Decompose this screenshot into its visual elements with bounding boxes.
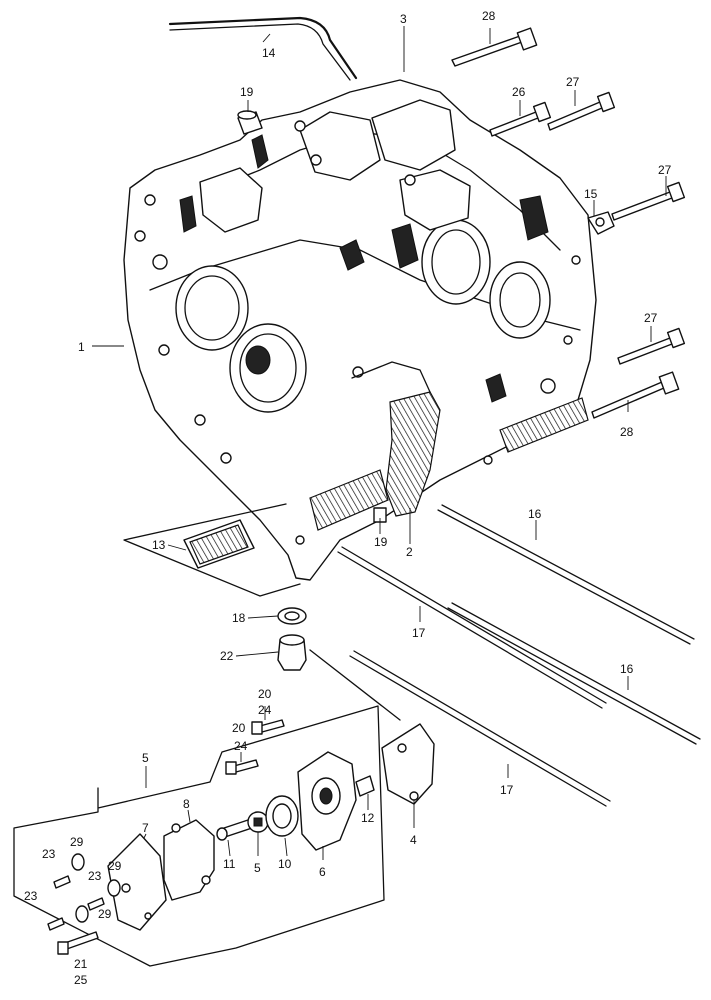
bolt-26 — [489, 101, 552, 137]
callout-28-top: 28 — [482, 9, 496, 23]
callout-23-a: 23 — [42, 847, 56, 861]
callout-27-mid: 27 — [658, 163, 672, 177]
callout-7: 7 — [142, 821, 149, 835]
drain-plug — [277, 634, 307, 671]
callout-2: 2 — [406, 545, 413, 559]
callout-24-upper: 24 — [258, 703, 272, 717]
leader-lines — [92, 26, 667, 860]
callout-23-b: 23 — [88, 869, 102, 883]
long-stud-16-upper — [437, 504, 695, 645]
washer-29-b — [107, 879, 121, 897]
callout-29-a: 29 — [70, 835, 84, 849]
long-stud-17-upper — [337, 546, 607, 709]
bolt-27-top — [547, 91, 616, 131]
callout-23-c: 23 — [24, 889, 38, 903]
callout-3: 3 — [400, 12, 407, 26]
oil-pump-outline — [13, 705, 385, 967]
strainer-assembly-outline — [123, 503, 301, 597]
bolt-21 — [57, 931, 99, 955]
pump-gasket-4 — [381, 723, 435, 805]
callout-27-low: 27 — [644, 311, 658, 325]
callout-18: 18 — [232, 611, 246, 625]
pump-stud-12 — [355, 775, 375, 797]
callout-22: 22 — [220, 649, 234, 663]
callout-29-b: 29 — [108, 859, 122, 873]
dowel-pin-upper — [237, 110, 263, 135]
screw-23-a — [53, 875, 71, 889]
callout-20-lower: 20 — [232, 721, 246, 735]
callout-4: 4 — [410, 833, 417, 847]
inner-rotor-5 — [247, 811, 269, 833]
callout-26: 26 — [512, 85, 526, 99]
callout-6: 6 — [319, 865, 326, 879]
callout-17-upper: 17 — [412, 626, 426, 640]
pump-gasket-8 — [163, 819, 215, 901]
callout-28-low: 28 — [620, 425, 634, 439]
callout-11: 11 — [223, 857, 236, 871]
callout-13: 13 — [152, 538, 166, 552]
callout-16-upper: 16 — [528, 507, 542, 521]
callout-14: 14 — [262, 46, 276, 60]
pump-body-6 — [297, 751, 357, 851]
pump-cover-7 — [107, 833, 167, 931]
callout-1: 1 — [78, 340, 85, 354]
sealing-washer — [277, 607, 307, 625]
washer-29-c — [75, 905, 89, 923]
callout-29-c: 29 — [98, 907, 112, 921]
screw-23-b — [87, 897, 105, 911]
washer-29-a — [71, 853, 85, 871]
callout-17-lower: 17 — [500, 783, 514, 797]
outer-rotor-10 — [265, 795, 299, 837]
clamp — [587, 211, 615, 235]
screw-23-c — [47, 917, 65, 931]
callout-5-rotor: 5 — [254, 861, 261, 875]
long-stud-16-lower — [447, 602, 701, 745]
callout-20-upper: 20 — [258, 687, 272, 701]
pump-bolt-20-lower — [225, 759, 259, 775]
callout-19-upper: 19 — [240, 85, 254, 99]
callout-5-top: 5 — [142, 751, 149, 765]
callout-27-top: 27 — [566, 75, 580, 89]
callout-12: 12 — [361, 811, 375, 825]
bolt-28-top — [451, 27, 538, 67]
pump-bolt-20-upper — [251, 719, 285, 735]
callout-labels: 1 2 3 4 5 5 6 7 8 10 11 12 13 14 15 16 1… — [24, 9, 672, 987]
bolt-27-mid — [611, 181, 686, 221]
callout-25: 25 — [74, 973, 88, 987]
long-stud-17-lower — [349, 650, 611, 807]
crankcase-assembly — [123, 79, 597, 581]
callout-15: 15 — [584, 187, 598, 201]
bolt-28-low — [591, 371, 680, 419]
callout-8: 8 — [183, 797, 190, 811]
callout-21: 21 — [74, 957, 88, 971]
pump-stud-line — [309, 649, 401, 721]
callout-10: 10 — [278, 857, 292, 871]
callout-16-lower: 16 — [620, 662, 634, 676]
callout-19-lower: 19 — [374, 535, 388, 549]
oil-strainer-screen — [183, 519, 255, 569]
callout-24-lower: 24 — [234, 739, 248, 753]
bolt-27-low — [617, 327, 686, 365]
breather-tube — [168, 16, 358, 81]
